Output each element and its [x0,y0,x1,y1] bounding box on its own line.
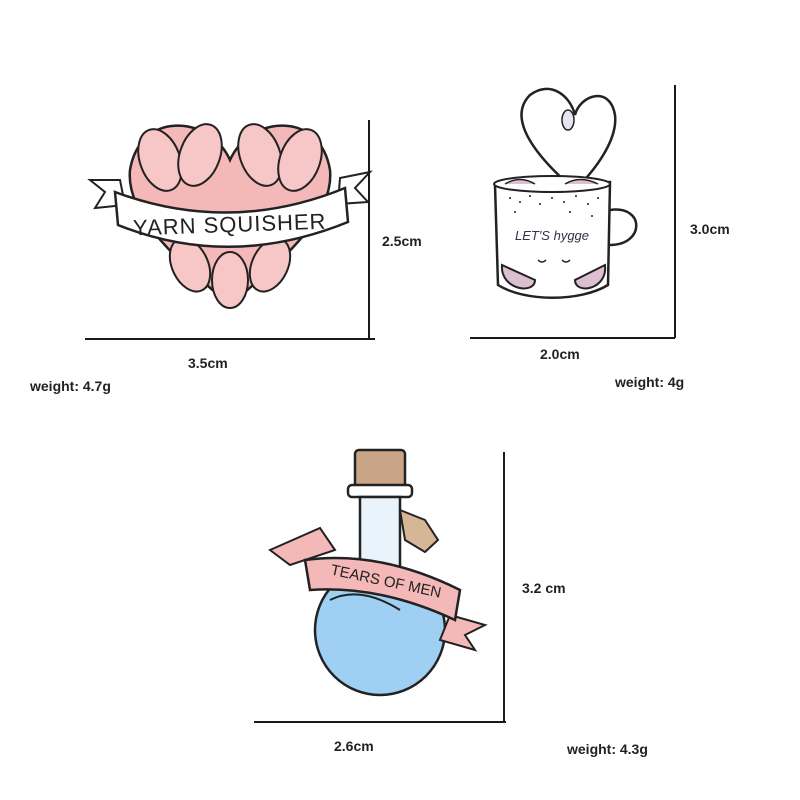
mug-height-line [674,85,676,338]
tears-of-men-pin-illustration: TEARS OF MEN [268,448,488,697]
tears-banner [303,556,462,622]
bottle-height-line [503,452,505,722]
yarn-height-label: 2.5cm [382,233,422,249]
bottle-height-label: 3.2 cm [522,580,566,596]
yarn-banner [113,186,350,248]
yarn-width-label: 3.5cm [188,355,228,371]
mug-width-label: 2.0cm [540,346,580,362]
yarn-squisher-pin-illustration: YARN SQUISHER [87,123,373,309]
mug-height-label: 3.0cm [690,221,730,237]
hygge-mug-pin-illustration: LET'S hygge [493,87,638,299]
bottle-weight-label: weight: 4.3g [567,741,648,757]
mug-body [493,180,612,299]
bottle-width-line [254,721,506,723]
yarn-weight-label: weight: 4.7g [30,378,111,394]
mug-width-line [470,337,675,339]
yarn-height-line [368,120,370,338]
mug-text: LET'S hygge [515,228,589,243]
yarn-width-line [85,338,375,340]
cork-shape [353,448,407,490]
mug-weight-label: weight: 4g [615,374,685,390]
bottle-width-label: 2.6cm [334,738,374,754]
heart-shape [520,87,617,192]
